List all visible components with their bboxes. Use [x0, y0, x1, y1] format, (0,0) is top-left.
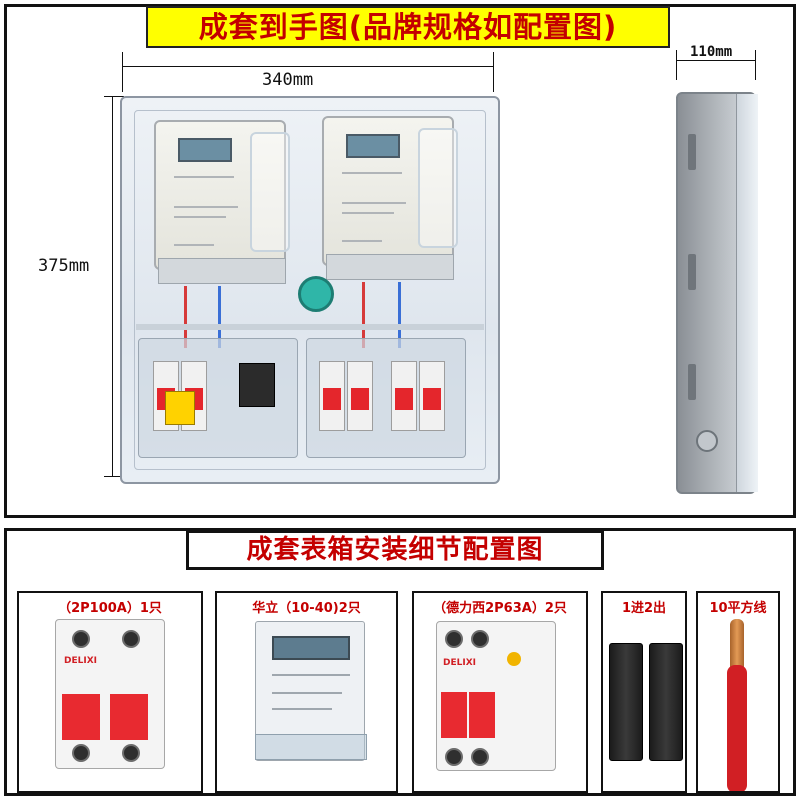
- branch-breaker: [391, 361, 417, 431]
- meter-plate-text: [272, 708, 332, 710]
- wire-red: [184, 286, 187, 348]
- meter-plate-text: [174, 244, 214, 246]
- detail-card-energy-meter: 华立（10-40)2只: [215, 591, 398, 793]
- detail-card-branch-breaker: （德力西2P63A）2只 DELIXI: [412, 591, 588, 793]
- depth-dimension-line: [676, 60, 756, 61]
- width-dimension-label: 340mm: [262, 70, 314, 90]
- test-button: [507, 652, 521, 666]
- terminal-screw: [72, 744, 90, 762]
- breaker-lever: [110, 694, 148, 740]
- energy-meter-right: [322, 116, 458, 266]
- detail-card-main-breaker: （2P100A）1只 DELIXI: [17, 591, 203, 793]
- terminal-block-product: [649, 643, 683, 761]
- breaker-lever: [469, 692, 495, 738]
- side-vent-slot: [688, 134, 696, 170]
- meter-terminal-cover: [250, 132, 290, 252]
- branch-breaker: [319, 361, 345, 431]
- warning-label: [165, 391, 195, 425]
- meter-plate-text: [174, 216, 226, 218]
- cable-entry-port: [696, 430, 718, 452]
- terminal-screw: [122, 630, 140, 648]
- detail-banner: 成套表箱安装细节配置图: [186, 530, 604, 570]
- side-vent-slot: [688, 254, 696, 290]
- meter-base-left: [158, 258, 286, 284]
- width-dimension-tick-right: [493, 52, 494, 92]
- side-view-cover-edge: [736, 94, 758, 492]
- terminal-screw: [122, 744, 140, 762]
- panel-divider: [136, 324, 484, 330]
- detail-card-terminal: 1进2出: [601, 591, 687, 793]
- side-vent-slot: [688, 364, 696, 400]
- meter-plate-text: [174, 206, 238, 208]
- breaker-bay-right: [306, 338, 466, 458]
- card-label: 华立（10-40)2只: [252, 601, 361, 616]
- terminal-block: [239, 363, 275, 407]
- brand-logo: DELIXI: [64, 656, 97, 666]
- breaker-lever: [62, 694, 100, 740]
- meter-plate-text: [272, 692, 342, 694]
- depth-dimension-tick-left: [676, 50, 677, 80]
- branch-breaker-product: DELIXI: [436, 621, 556, 771]
- meter-plate-text: [342, 212, 394, 214]
- energy-meter-left: [154, 120, 290, 270]
- terminal-screw: [72, 630, 90, 648]
- terminal-screw: [471, 630, 489, 648]
- meter-terminal-cover: [255, 734, 367, 760]
- breaker-bay-left: [138, 338, 298, 458]
- terminal-screw: [445, 748, 463, 766]
- height-dimension-tick-top: [104, 96, 124, 97]
- wire-blue: [398, 282, 401, 348]
- depth-dimension-label: 110mm: [690, 44, 733, 60]
- energy-meter-product: [255, 621, 367, 761]
- box-inner-frame: [134, 110, 486, 470]
- wire-blue: [218, 286, 221, 348]
- main-breaker-product: DELIXI: [55, 619, 165, 769]
- meter-terminal-cover: [418, 128, 458, 248]
- width-dimension-line: [122, 66, 494, 67]
- card-label: （2P100A）1只: [58, 601, 162, 616]
- height-dimension-line: [112, 96, 113, 476]
- meter-plate-text: [272, 674, 350, 676]
- meter-plate-text: [342, 240, 382, 242]
- branch-breaker: [347, 361, 373, 431]
- wire-red: [362, 282, 365, 348]
- breaker-lever: [441, 692, 467, 738]
- meter-display: [178, 138, 232, 162]
- card-label: 10平方线: [709, 601, 767, 616]
- meter-display: [272, 636, 350, 660]
- branch-breaker: [419, 361, 445, 431]
- card-label: 1进2出: [621, 601, 667, 616]
- height-dimension-tick-bottom: [104, 476, 124, 477]
- height-dimension-label: 375mm: [38, 256, 90, 276]
- meter-box-side-view: [676, 92, 758, 494]
- meter-base-right: [326, 254, 454, 280]
- meter-box-front-view: [120, 96, 500, 484]
- meter-plate-text: [342, 202, 406, 204]
- meter-plate-text: [174, 176, 234, 178]
- meter-display: [346, 134, 400, 158]
- red-cable: [727, 665, 747, 791]
- detail-card-cable: 10平方线: [696, 591, 780, 793]
- seal-knob: [298, 276, 334, 312]
- brand-logo: DELIXI: [443, 658, 476, 668]
- depth-dimension-tick-right: [755, 50, 756, 80]
- meter-plate-text: [342, 172, 402, 174]
- terminal-screw: [471, 748, 489, 766]
- card-label: （德力西2P63A）2只: [433, 601, 567, 616]
- terminal-screw: [445, 630, 463, 648]
- terminal-block-product: [609, 643, 643, 761]
- title-banner: 成套到手图(品牌规格如配置图): [146, 6, 670, 48]
- width-dimension-tick-left: [122, 52, 123, 92]
